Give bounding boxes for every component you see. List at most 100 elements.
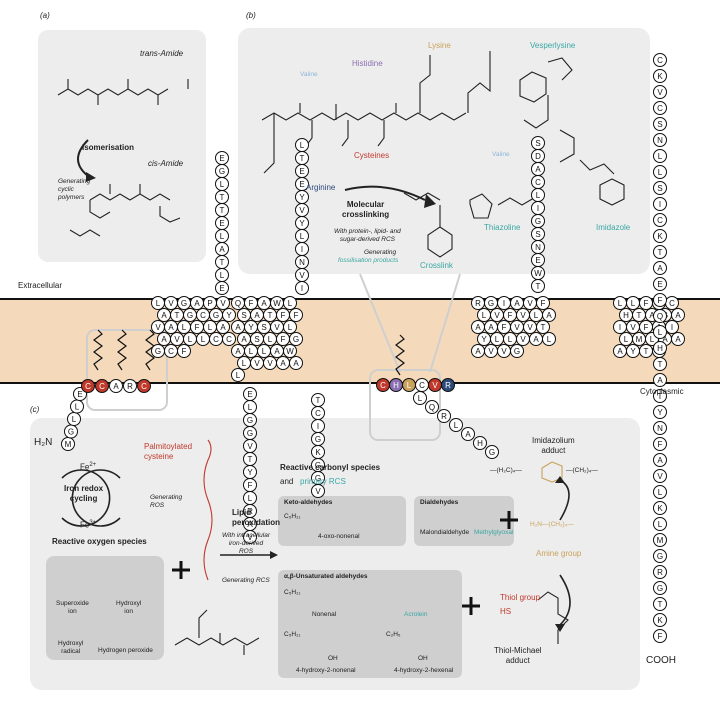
imidazolium-label: Imidazolium adduct [532,436,575,455]
tm1-24-letter: G [155,347,161,356]
cyto2-5-letter: T [248,455,253,464]
tm1-26-bead [177,344,191,358]
cyto3-1-bead [425,400,439,414]
tm3-17-letter: T [541,323,546,332]
ctail-3-bead [653,101,667,115]
ctail-14-bead [653,277,667,291]
tm3-12-letter: A [475,323,481,332]
tm2-7-letter: T [268,311,273,320]
nterm-0-letter: M [65,440,72,449]
ec2-9-letter: E [299,167,304,176]
ctail-23-letter: N [657,424,663,433]
tm3-26-letter: V [501,347,507,356]
tm2-24-bead [283,344,297,358]
zoom-box-2 [369,369,441,441]
tm4-9-bead [671,308,685,322]
cysteines-label: Cysteines [354,151,390,160]
imid-left-chain: —(H₂C)₄— [490,467,522,474]
tm2-19-letter: G [293,335,299,344]
tm4-22-letter: T [644,347,649,356]
tm4-21-letter: Y [630,347,636,356]
tm2-2-letter: A [261,299,267,308]
tm4-5-letter: H [623,311,629,320]
cyto2-6-letter: Y [247,468,253,477]
keto-title: Keto-aldehydes [284,499,333,506]
loopC-5-letter: G [315,461,321,470]
tm3-13-letter: A [488,323,494,332]
oxononenal-label: 4-oxo-nonenal [318,533,360,540]
tm2-5-letter: S [241,311,246,320]
tm3-11-bead [542,308,556,322]
tm3-5-bead [536,296,550,310]
panel-a-molecules [57,79,189,237]
tm1-11-letter: Y [226,311,232,320]
tm3-9-letter: V [520,311,526,320]
ros-title: Reactive oxygen species [52,537,147,546]
thiol-michael-label: Thiol-Michael adduct [494,646,542,665]
extracellular-label: Extracellular [18,281,63,290]
ctail-36-bead [653,629,667,643]
isomerisation-label: Isomerisation [82,143,135,152]
ec2-2-letter: N [299,258,305,267]
ec3-7-letter: L [536,191,541,200]
cyto3-3-bead [449,418,463,432]
tm4-16-letter: M [636,335,643,344]
ec3-9-letter: A [535,165,541,174]
ec1-6-letter: T [220,206,225,215]
ec1-2-letter: T [220,258,225,267]
tm1-23-letter: C [226,335,232,344]
cyto2-10-letter: A [247,520,253,529]
crosslink-note: With protein-, lipid- and sugar-derived … [334,228,401,243]
ctail-24-bead [653,437,667,451]
tm2-6-letter: A [254,311,260,320]
cyto3-1-letter: Q [429,403,435,412]
lipid-bilayer [0,299,720,383]
ec3-1-letter: W [534,269,542,278]
tm3-24-letter: A [475,347,481,356]
cyto3-2-letter: R [441,412,447,421]
ec2-11-bead [295,138,309,152]
hhexenal-oh: OH [418,655,428,662]
keto-c5h11: C₅H₁₁ [284,513,301,520]
generating-rcs-label: Generating RCS [222,577,270,584]
generating-label: Generating [364,249,397,256]
ctail-1-bead [653,69,667,83]
ctail-9-bead [653,197,667,211]
loopC-4-letter: K [315,448,321,457]
tm4-14-bead [665,320,679,334]
tm1-6-letter: A [161,311,167,320]
tm3-21-letter: V [520,335,526,344]
cyto2-3-letter: G [247,429,253,438]
tm1-15-letter: F [195,323,200,332]
tm2-9-letter: F [294,311,299,320]
valine-1-label: Valine [300,71,318,78]
superoxide-label: Superoxide ion [56,600,89,615]
lipid-arrowhead [270,551,278,559]
tm1-17-bead [216,320,230,334]
rcs-title: Reactive carbonyl species [280,463,381,472]
tm3-23-bead [542,332,556,346]
ctail-16-bead [653,309,667,323]
loopC-7-bead [311,484,325,498]
thiazoline-label: Thiazoline [484,223,521,232]
imid-arrowhead [555,476,565,483]
tm1-16-letter: L [208,323,213,332]
tm4-9-letter: A [675,311,681,320]
crosslinking-label: Molecular crosslinking [342,200,390,219]
tm3-18-letter: Y [481,335,487,344]
tm3-1-letter: G [488,299,494,308]
tm1_loop-1-bead [95,379,109,393]
cyto2-1-letter: L [248,403,253,412]
tm4-19-bead [671,332,685,346]
nterm-3-letter: L [75,403,80,412]
loopC-3-letter: G [315,435,321,444]
tm1-22-letter: C [213,335,219,344]
amine-chain: H₂N—(CH₂)₄— [530,521,574,528]
zoom-funnel [359,273,461,373]
ec3-6-letter: I [537,204,539,213]
ec3-10-letter: D [535,152,541,161]
tm1-14-letter: L [182,323,187,332]
ctail-17-bead [653,325,667,339]
tm2-30-bead [231,368,245,382]
cyto3-6-bead [485,445,499,459]
